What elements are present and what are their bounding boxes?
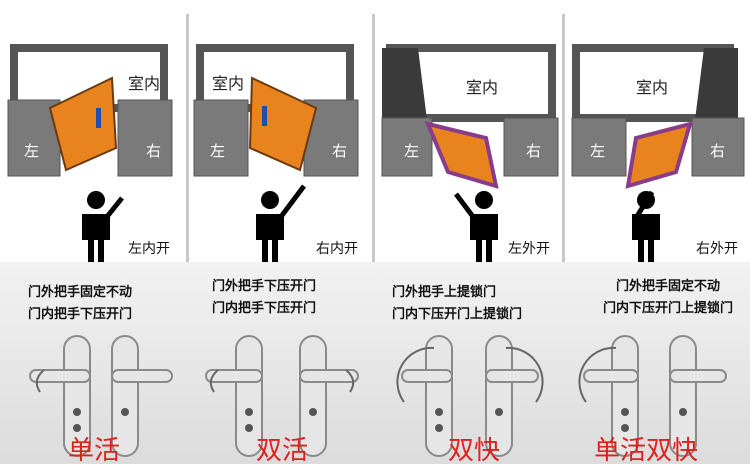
divider: [562, 14, 565, 262]
right-side-label: 右: [526, 140, 541, 161]
divider: [372, 14, 375, 262]
handle-mode-label: 单活: [68, 430, 120, 467]
door-type-label: 左内开: [128, 238, 170, 258]
handle-desc-line1: 门外把手固定不动: [28, 282, 132, 304]
left-side-label: 左: [404, 140, 419, 161]
divider: [186, 14, 189, 262]
handle-mode-label: 双活: [256, 430, 308, 467]
handle-description: 门外把手下压开门 门内把手下压开门: [212, 276, 316, 320]
right-side-label: 右: [146, 140, 161, 161]
handle-desc-line2: 门内下压开门上提锁门: [392, 304, 522, 326]
handle-description: 门外把手固定不动 门内把手下压开门: [28, 282, 132, 326]
door-direction-section: 室内 左 右 左内开 室内 左 右 右内开 室内 左 右 左外开 室内 左 右 …: [0, 0, 750, 262]
door-type-label: 右外开: [696, 238, 738, 258]
handle-desc-line1: 门外把手上提锁门: [392, 282, 522, 304]
room-label: 室内: [466, 74, 498, 98]
handle-desc-line2: 门内把手下压开门: [212, 298, 316, 320]
handle-description: 门外把手固定不动 门内下压开门上提锁门: [588, 276, 748, 320]
room-label: 室内: [128, 70, 160, 94]
handle-desc-line2: 门内把手下压开门: [28, 304, 132, 326]
handle-mode-label: 单活双快: [594, 430, 698, 467]
left-side-label: 左: [590, 140, 605, 161]
door-type-label: 右内开: [316, 238, 358, 258]
handle-desc-line1: 门外把手下压开门: [212, 276, 316, 298]
handle-type-section: 门外把手固定不动 门内把手下压开门 门外把手下压开门 门内把手下压开门 门外把手…: [0, 262, 750, 464]
door-diagrams-graphic: [0, 0, 750, 262]
left-side-label: 左: [210, 140, 225, 161]
handle-description: 门外把手上提锁门 门内下压开门上提锁门: [392, 282, 522, 326]
door-type-label: 左外开: [508, 238, 550, 258]
left-side-label: 左: [24, 140, 39, 161]
handle-desc-line1: 门外把手固定不动: [588, 276, 748, 298]
room-label: 室内: [636, 74, 668, 98]
right-side-label: 右: [710, 140, 725, 161]
handle-mode-label: 双快: [448, 430, 500, 467]
right-side-label: 右: [332, 140, 347, 161]
room-label: 室内: [212, 70, 244, 94]
handle-desc-line2: 门内下压开门上提锁门: [588, 298, 748, 320]
